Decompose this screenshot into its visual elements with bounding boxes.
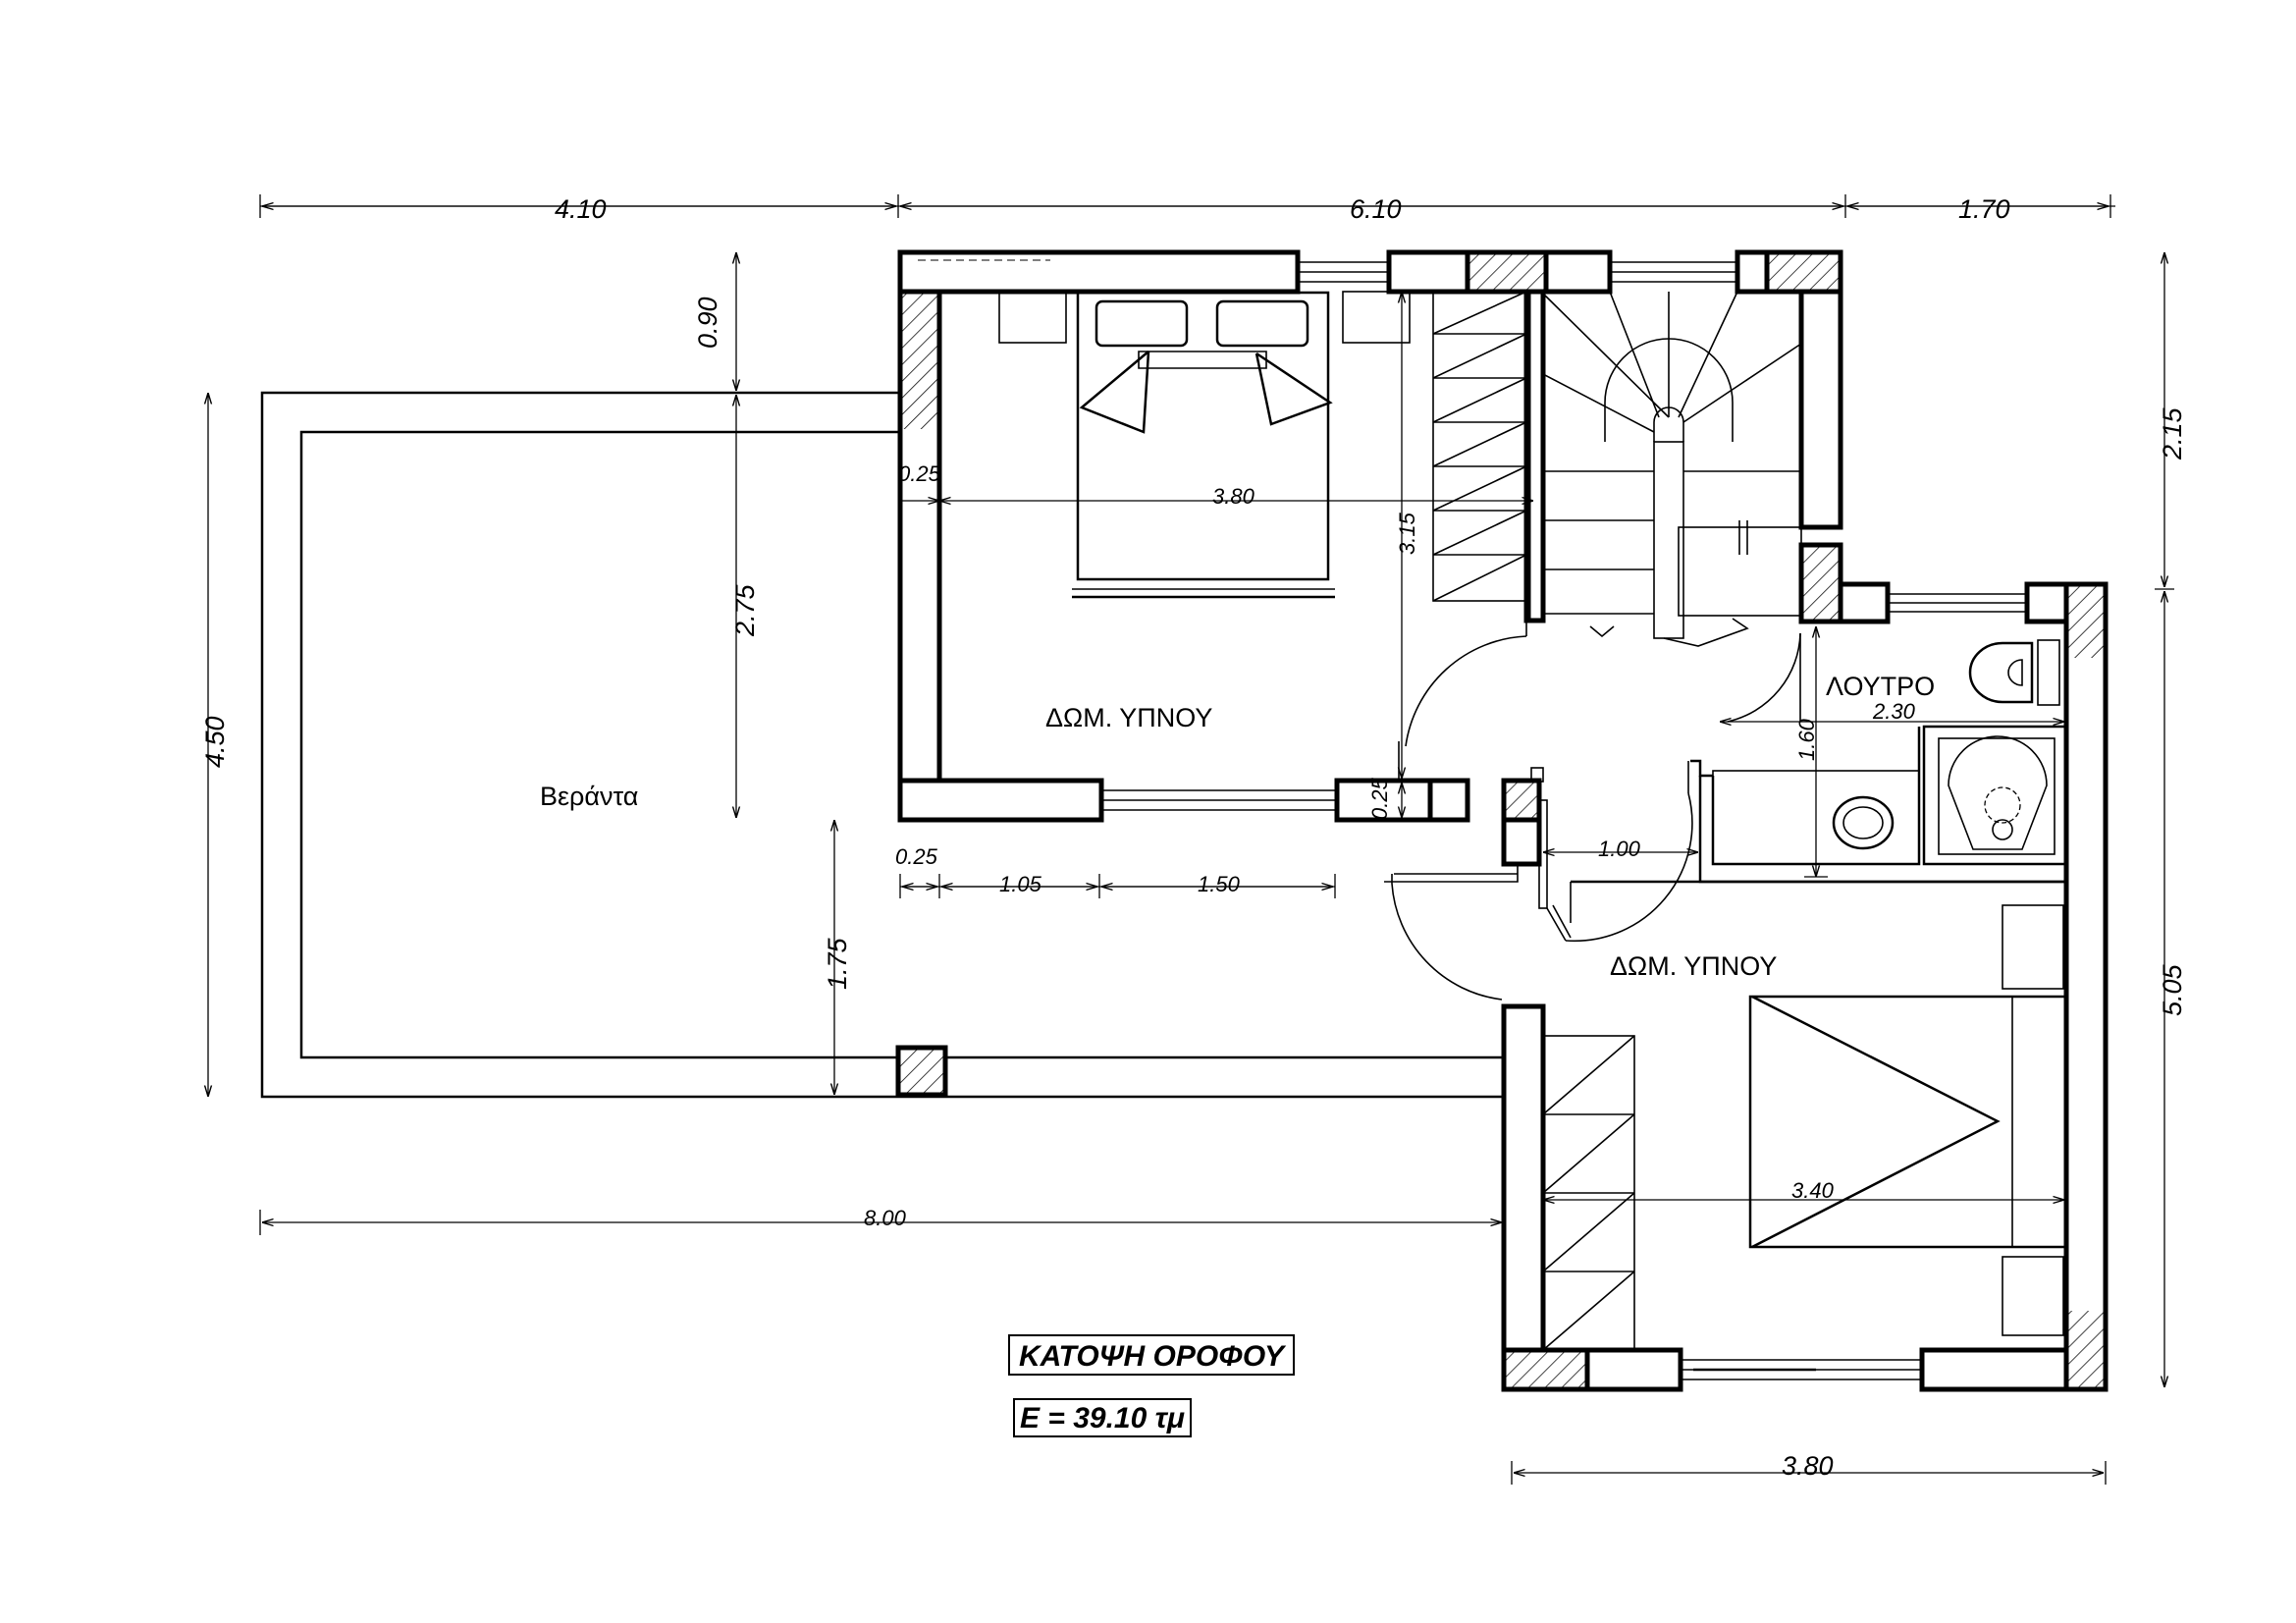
stair-window-top <box>1610 261 1737 283</box>
dim-wall-025-c: 0.25 <box>895 844 938 869</box>
plan-area: Ε = 39.10 τμ <box>1020 1402 1185 1434</box>
dim-wall-025-a: 0.25 <box>898 461 941 486</box>
dim-1-00: 1.00 <box>1598 837 1641 861</box>
double-bed-2 <box>1748 995 2068 1249</box>
dim-2-15: 2.15 <box>2158 406 2187 460</box>
bathroom-window <box>1888 593 2027 613</box>
dim-bedroom-width: 3.80 <box>1212 484 1255 509</box>
label-bedroom-1: ΔΩΜ. ΥΠΝΟΥ <box>1045 703 1212 732</box>
double-bed-1 <box>1072 291 1335 599</box>
shower-tray <box>1922 725 2068 866</box>
dim-5-05: 5.05 <box>2158 963 2187 1016</box>
wardrobe <box>1542 1035 1635 1351</box>
pillow-left <box>1095 299 1189 348</box>
stair-right-wall <box>1798 289 1843 530</box>
bedroom-1-window-top <box>1298 261 1389 283</box>
bathroom-walls <box>1698 581 2109 1392</box>
bedroom-1-door <box>1398 621 1527 781</box>
dim-top-right: 1.70 <box>1958 194 2010 224</box>
dim-wall-025-b: 0.25 <box>1367 777 1392 820</box>
label-bedroom-2: ΔΩΜ. ΥΠΝΟΥ <box>1610 951 1777 981</box>
nightstand-top <box>2002 904 2064 990</box>
bedroom-1-walls <box>897 249 1843 823</box>
dim-2-75: 2.75 <box>730 583 760 637</box>
corridor-walls <box>1384 767 1572 942</box>
dim-1-05: 1.05 <box>999 872 1042 896</box>
dim-3-40: 3.40 <box>1791 1178 1835 1203</box>
dimension-lines <box>208 194 2174 1485</box>
label-bathroom: ΛΟΥΤΡΟ <box>1826 672 1935 701</box>
nightstand-bottom <box>2002 1256 2064 1336</box>
staircase <box>1432 289 1802 647</box>
title-block: ΚΑΤΟΨΗ ΟΡΟΦΟΥ Ε = 39.10 τμ <box>1008 1334 1295 1437</box>
dim-stair-3-15: 3.15 <box>1395 512 1419 555</box>
dim-4-50: 4.50 <box>200 716 230 768</box>
dim-top-left: 4.10 <box>555 194 607 224</box>
dim-1-50: 1.50 <box>1198 872 1241 896</box>
dim-top-mid: 6.10 <box>1350 194 1402 224</box>
dim-0-90: 0.90 <box>693 297 722 349</box>
dim-1-75: 1.75 <box>823 937 852 990</box>
veranda-outline <box>260 391 1507 1099</box>
label-veranda: Βεράντα <box>540 782 638 811</box>
bedroom-2-walls <box>1501 880 2069 1392</box>
bedroom-2-door <box>1391 761 1693 1001</box>
bedroom-2-window <box>1681 1359 1922 1380</box>
toilet-icon <box>1968 639 2060 706</box>
nightstand-right <box>1342 291 1411 344</box>
dim-2-30: 2.30 <box>1872 699 1916 724</box>
bathroom-door <box>1690 632 1801 778</box>
nightstand-left <box>998 291 1067 344</box>
dim-bottom-3-80: 3.80 <box>1782 1451 1834 1481</box>
sink-icon <box>1832 795 1895 850</box>
shower-icon <box>1948 735 2048 850</box>
dim-1-60: 1.60 <box>1794 718 1819 761</box>
bedroom-1-window-bottom <box>1101 789 1337 811</box>
pillow-right <box>1215 299 1309 348</box>
dim-8-00: 8.00 <box>864 1206 907 1230</box>
plan-title: ΚΑΤΟΨΗ ΟΡΟΦΟΥ <box>1019 1340 1287 1373</box>
